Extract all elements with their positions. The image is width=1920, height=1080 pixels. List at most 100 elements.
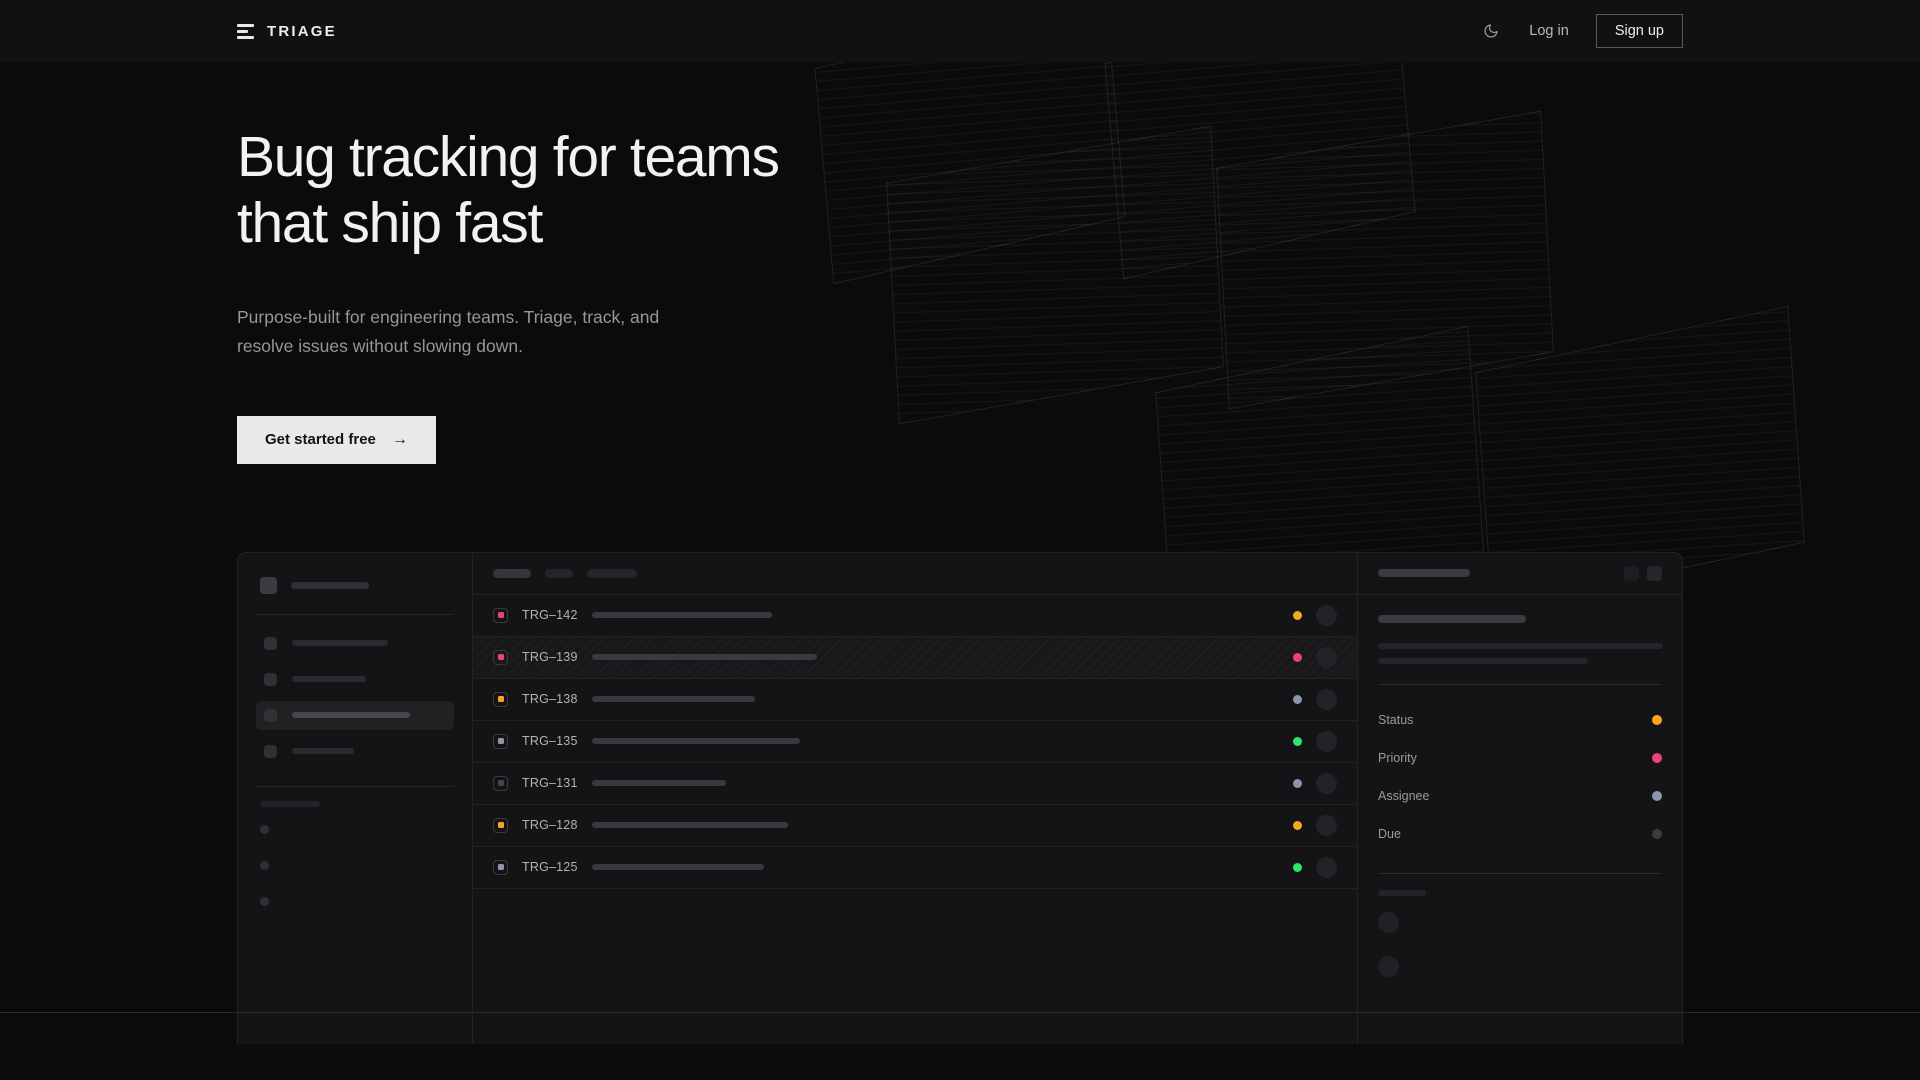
- priority-badge-icon: [493, 649, 508, 665]
- status-badge: [1293, 862, 1302, 872]
- signup-button[interactable]: Sign up: [1595, 14, 1683, 48]
- detail-property-assignee[interactable]: Assignee: [1378, 777, 1662, 815]
- brand-logo[interactable]: TRIAGE: [237, 23, 337, 40]
- sidebar-item-2[interactable]: [256, 700, 454, 730]
- moon-icon[interactable]: [1480, 20, 1502, 42]
- cta-label: Get started free: [265, 431, 376, 449]
- detail-issue-title-skeleton: [1378, 614, 1526, 623]
- mock-sidebar-nav: [256, 629, 454, 766]
- detail-property-due[interactable]: Due: [1378, 815, 1662, 853]
- list-filter-chip-0[interactable]: [493, 568, 531, 578]
- status-badge: [1293, 820, 1302, 830]
- get-started-button[interactable]: Get started free →: [237, 415, 436, 464]
- detail-description-skeleton: [1378, 642, 1663, 664]
- priority-badge-icon: [493, 775, 508, 791]
- sidebar-sublist-item-0[interactable]: [260, 824, 269, 834]
- detail-header-button-1[interactable]: [1647, 565, 1662, 581]
- property-label: Status: [1378, 712, 1414, 727]
- login-link[interactable]: Log in: [1529, 23, 1569, 39]
- mock-workspace-switcher[interactable]: [256, 571, 454, 594]
- mock-sidebar-sublist: [256, 824, 454, 906]
- issue-id: TRG–125: [522, 860, 578, 875]
- priority-badge-icon: [493, 859, 508, 875]
- status-badge: [1293, 610, 1302, 620]
- property-value-indicator: [1652, 828, 1662, 839]
- issue-title-skeleton: [592, 612, 772, 619]
- priority-badge-icon: [493, 607, 508, 623]
- sidebar-section-label-skeleton: [260, 800, 320, 807]
- sidebar-item-1[interactable]: [256, 665, 454, 694]
- activity-avatar-0: [1378, 911, 1399, 933]
- mock-sidebar: [238, 552, 473, 1044]
- detail-property-priority[interactable]: Priority: [1378, 739, 1662, 777]
- avatar: [1316, 646, 1337, 668]
- sidebar-item-3[interactable]: [256, 737, 454, 766]
- detail-property-status[interactable]: Status: [1378, 701, 1662, 739]
- arrow-right-icon: →: [391, 430, 408, 448]
- row-meta: [1293, 604, 1337, 626]
- avatar: [1316, 604, 1337, 626]
- sidebar-sublist-item-1[interactable]: [260, 860, 269, 870]
- status-badge: [1293, 778, 1302, 788]
- list-filter-chip-2[interactable]: [587, 568, 637, 578]
- table-row[interactable]: TRG–131: [473, 763, 1357, 805]
- issue-title-skeleton: [592, 738, 800, 745]
- detail-header-buttons: [1624, 565, 1662, 581]
- issue-title-skeleton: [592, 654, 817, 661]
- status-badge: [1293, 652, 1302, 662]
- detail-activity-label-skeleton: [1378, 889, 1426, 896]
- row-meta: [1293, 772, 1337, 794]
- sidebar-sublist-item-2[interactable]: [260, 896, 269, 906]
- status-badge: [1293, 694, 1302, 704]
- row-meta: [1293, 856, 1337, 878]
- sidebar-item-label-skeleton: [292, 640, 388, 647]
- list-filter-chip-1[interactable]: [545, 568, 573, 578]
- site-header: TRIAGE Log in Sign up: [0, 0, 1920, 62]
- table-row[interactable]: TRG–125: [473, 847, 1357, 889]
- sidebar-divider-top: [256, 613, 454, 615]
- issue-id: TRG–139: [522, 650, 578, 665]
- row-meta: [1293, 814, 1337, 836]
- page-title: Bug tracking for teams that ship fast: [237, 125, 780, 256]
- avatar: [1316, 730, 1337, 752]
- sidebar-item-icon: [264, 708, 277, 722]
- issue-id: TRG–138: [522, 692, 578, 707]
- table-row[interactable]: TRG–142: [473, 595, 1357, 637]
- detail-header-button-0[interactable]: [1624, 565, 1639, 581]
- table-row[interactable]: TRG–128: [473, 805, 1357, 847]
- table-row[interactable]: TRG–139: [473, 636, 1357, 679]
- workspace-avatar: [260, 576, 277, 594]
- avatar: [1316, 814, 1337, 836]
- sidebar-item-label-skeleton: [292, 712, 410, 719]
- issue-title-skeleton: [592, 822, 788, 829]
- detail-panel-header: [1358, 553, 1682, 595]
- status-badge: [1293, 736, 1302, 746]
- issue-id: TRG–128: [522, 818, 578, 833]
- detail-description-line-0: [1378, 642, 1663, 649]
- sidebar-item-label-skeleton: [292, 748, 354, 755]
- row-meta: [1293, 646, 1337, 668]
- sidebar-item-label-skeleton: [292, 676, 366, 683]
- issue-id: TRG–131: [522, 776, 578, 791]
- sidebar-item-icon: [264, 636, 277, 650]
- sidebar-item-0[interactable]: [256, 629, 454, 658]
- sidebar-item-icon: [264, 744, 277, 758]
- hero-subtitle: Purpose-built for engineering teams. Tri…: [237, 307, 660, 356]
- activity-avatar-1: [1378, 955, 1399, 977]
- issue-id: TRG–135: [522, 734, 578, 749]
- avatar: [1316, 856, 1337, 878]
- workspace-name-skeleton: [291, 581, 369, 589]
- avatar: [1316, 772, 1337, 794]
- priority-badge-icon: [493, 691, 508, 707]
- stacked-bars-logo-icon: [237, 23, 254, 39]
- priority-badge-icon: [493, 733, 508, 749]
- issue-title-skeleton: [592, 696, 755, 703]
- row-meta: [1293, 730, 1337, 752]
- property-label: Priority: [1378, 750, 1417, 765]
- table-row[interactable]: TRG–138: [473, 679, 1357, 721]
- table-row[interactable]: TRG–135: [473, 721, 1357, 763]
